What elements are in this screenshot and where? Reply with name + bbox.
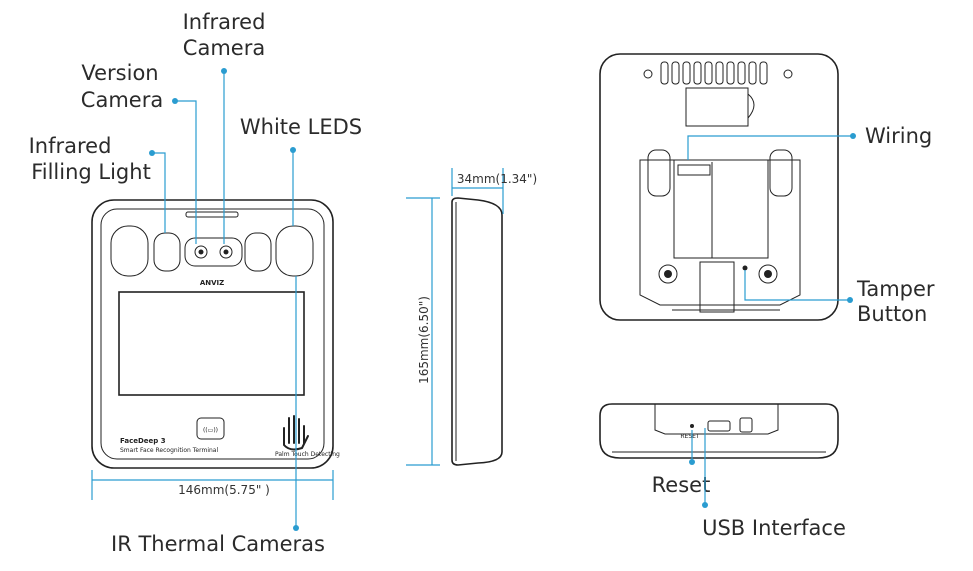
bottom-view: RESET bbox=[599, 403, 839, 459]
width-label: 146mm(5.75" ) bbox=[178, 483, 270, 497]
label-wiring: Wiring bbox=[865, 124, 932, 148]
usb-port bbox=[707, 420, 731, 432]
brand-logo: ANVIZ bbox=[200, 279, 224, 287]
card-reader-area bbox=[196, 417, 225, 440]
white-led-left bbox=[153, 232, 181, 272]
wiring-connector bbox=[677, 164, 711, 176]
callout-infrared-filling-light: Infrared Filling Light bbox=[29, 134, 166, 233]
version-camera-lens bbox=[194, 245, 208, 259]
callout-infrared-camera: Infrared Camera bbox=[183, 10, 266, 244]
infrared-camera-lens bbox=[219, 245, 233, 259]
label-version-camera-line2: Camera bbox=[81, 88, 163, 112]
label-infrared-filling-light-line2: Filling Light bbox=[31, 160, 151, 184]
reset-print: RESET bbox=[680, 433, 700, 440]
reset-hole bbox=[690, 424, 694, 428]
label-reset: Reset bbox=[652, 473, 711, 497]
label-usb-interface: USB Interface bbox=[702, 516, 846, 540]
depth-label: 34mm(1.34") bbox=[457, 172, 537, 186]
bottom-port-plate bbox=[654, 404, 779, 435]
cable-channel bbox=[699, 261, 735, 313]
callout-usb-interface: USB Interface bbox=[702, 428, 846, 540]
tamper-button bbox=[742, 265, 748, 271]
label-infrared-camera-line2: Camera bbox=[183, 36, 265, 60]
display-screen bbox=[118, 291, 305, 396]
label-tamper-button-line1: Tamper bbox=[856, 277, 935, 301]
callout-reset: Reset bbox=[652, 430, 711, 497]
white-led-right bbox=[244, 232, 272, 272]
infrared-filling-light-left bbox=[110, 225, 149, 277]
nfc-icon: ((▭)) bbox=[203, 427, 218, 434]
label-version-camera-line1: Version bbox=[81, 61, 158, 85]
mounting-plate bbox=[639, 159, 801, 306]
back-outer-shell bbox=[599, 53, 839, 321]
label-infrared-camera-line1: Infrared bbox=[183, 10, 266, 34]
callout-version-camera: Version Camera bbox=[81, 61, 197, 244]
model-name: FaceDeep 3 bbox=[120, 437, 166, 445]
front-outer-shell bbox=[91, 199, 334, 469]
mount-hook-left bbox=[647, 149, 671, 197]
label-white-leds: White LEDS bbox=[240, 115, 362, 139]
back-view bbox=[599, 53, 839, 321]
side-profile bbox=[451, 197, 503, 466]
label-infrared-filling-light-line1: Infrared bbox=[29, 134, 112, 158]
front-view: ANVIZ ((▭)) FaceDeep 3 Smart Face Recogn… bbox=[91, 199, 340, 469]
mount-hook-right bbox=[769, 149, 793, 197]
width-dimension: 146mm(5.75" ) bbox=[91, 470, 334, 500]
side-view: 165mm(6.50") 34mm(1.34") bbox=[406, 168, 537, 466]
screw-right bbox=[758, 264, 778, 284]
camera-housing bbox=[184, 237, 243, 267]
front-bezel bbox=[100, 208, 325, 460]
palm-caption: Palm Touch Detecting bbox=[275, 451, 340, 458]
label-ir-thermal-cameras: IR Thermal Cameras bbox=[111, 532, 325, 556]
screw-left bbox=[658, 264, 678, 284]
ir-thermal-window-right bbox=[275, 225, 314, 277]
callout-tamper-button: Tamper Button bbox=[744, 270, 935, 326]
back-label-plate bbox=[685, 87, 749, 127]
model-subtitle: Smart Face Recognition Terminal bbox=[120, 447, 218, 454]
side-port bbox=[739, 417, 753, 433]
callout-white-leds: White LEDS bbox=[240, 115, 362, 226]
label-tamper-button-line2: Button bbox=[857, 302, 927, 326]
bottom-shell bbox=[599, 403, 839, 459]
top-sensor-slot bbox=[185, 211, 239, 218]
height-label: 165mm(6.50") bbox=[417, 296, 431, 384]
palm-icon bbox=[283, 415, 309, 451]
wiring-panel bbox=[673, 159, 769, 259]
callout-ir-thermal-cameras: IR Thermal Cameras bbox=[111, 276, 325, 556]
callout-wiring: Wiring bbox=[687, 124, 932, 160]
vent-slots bbox=[643, 61, 793, 85]
